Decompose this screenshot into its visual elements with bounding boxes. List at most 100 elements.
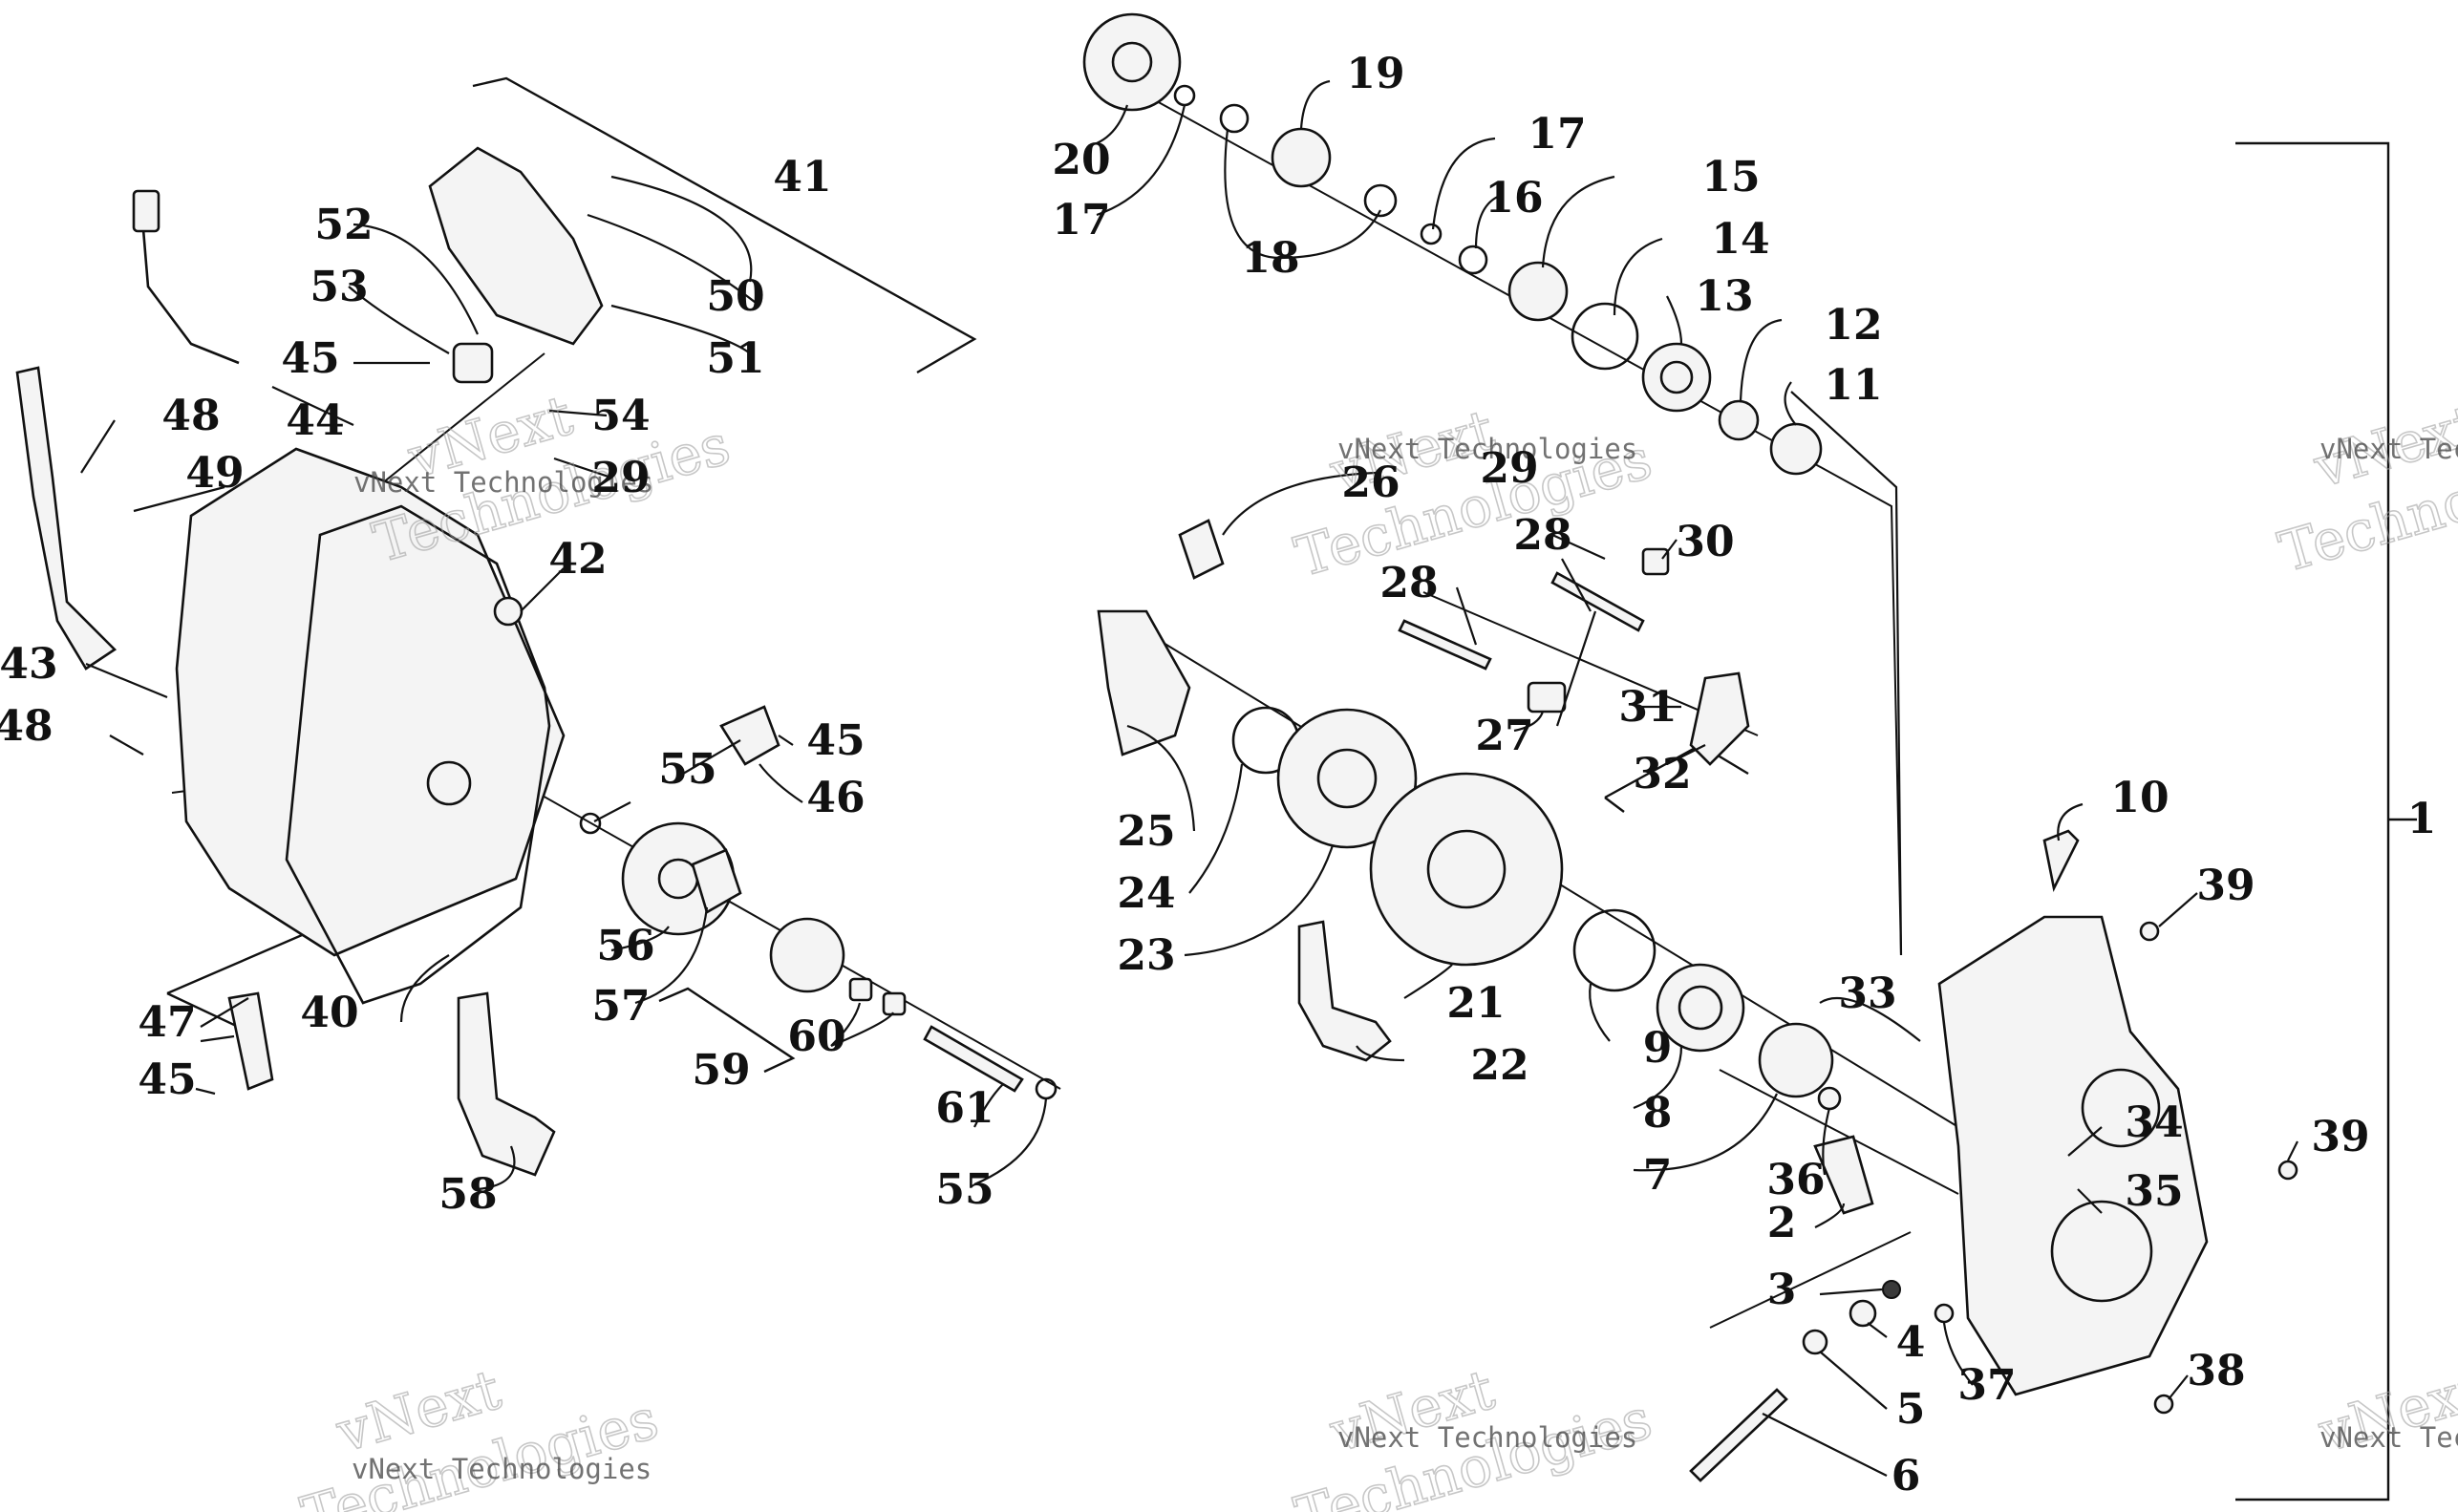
sprocket-15 (1507, 261, 1569, 322)
callout-c43: 43 (0, 640, 58, 689)
gear-20-hub (1111, 41, 1153, 83)
chain-22 (1297, 920, 1392, 1062)
plug-37 (1934, 1303, 1955, 1324)
callout-c21: 21 (1446, 979, 1505, 1028)
bearing-13-inner (1659, 360, 1694, 394)
callout-c5: 5 (1896, 1385, 1926, 1434)
washer-55-lower (1035, 1077, 1058, 1100)
bolt-6 (1689, 1388, 1788, 1482)
spacer-30 (1641, 547, 1670, 576)
watermark-bottom-right: vNext Technologies (1288, 1356, 1659, 1512)
callout-c49: 49 (185, 449, 244, 498)
callout-c57: 57 (591, 982, 650, 1031)
callout-c12: 12 (1824, 301, 1882, 350)
callout-c41: 41 (773, 153, 831, 202)
watermark-caption: vNext Technologies (353, 466, 653, 499)
shift-pin-28b (1550, 571, 1645, 632)
watermark-top-right: vNext Technologies (1288, 396, 1659, 591)
clip-17b (1420, 223, 1443, 245)
callout-c13: 13 (1695, 272, 1753, 321)
cover-bearing-bore (426, 760, 472, 806)
callout-c52: 52 (314, 201, 373, 249)
callout-c32: 32 (1633, 750, 1691, 799)
bushing-60a (848, 977, 873, 1002)
ring-14 (1571, 302, 1639, 371)
callout-c45c: 45 (138, 1055, 196, 1104)
bolt-39a (2139, 921, 2160, 942)
callout-c14: 14 (1711, 215, 1769, 264)
callout-c40: 40 (300, 989, 358, 1037)
clip-17a (1173, 84, 1196, 107)
callout-c38: 38 (2187, 1347, 2245, 1395)
watermark-caption: vNext Technologies (2319, 1421, 2458, 1454)
spring-26 (1178, 519, 1225, 580)
callout-c51: 51 (706, 334, 764, 383)
bracket-41 (472, 76, 977, 374)
callout-c2: 2 (1767, 1199, 1797, 1247)
wiring-harness (141, 228, 240, 365)
watermark-edge-right: vNext Technologies (2272, 392, 2458, 586)
callout-labels: 1234567891011121314151617171819202122232… (0, 50, 2436, 1501)
callout-c55b: 55 (935, 1165, 994, 1214)
breather-10 (2042, 829, 2080, 892)
callout-c29b: 29 (591, 454, 650, 502)
callout-c3: 3 (1767, 1266, 1797, 1314)
callout-c28b: 28 (1379, 559, 1438, 607)
callout-c29a: 29 (1480, 444, 1538, 493)
callout-c46: 46 (806, 774, 865, 822)
callout-c27: 27 (1475, 712, 1533, 760)
callout-c53: 53 (310, 263, 368, 311)
bearing-8-inner (1678, 985, 1723, 1031)
plug-36 (1817, 1086, 1842, 1111)
cover-bracket-46 (719, 705, 780, 766)
seal-12 (1718, 399, 1760, 441)
callout-c48b: 48 (0, 702, 53, 751)
callout-c24: 24 (1117, 869, 1175, 918)
callout-c25: 25 (1117, 807, 1175, 856)
callout-c20: 20 (1052, 136, 1110, 184)
callout-c23: 23 (1117, 931, 1175, 980)
callout-c54: 54 (591, 392, 650, 440)
callout-c1: 1 (2407, 795, 2437, 843)
callout-c50: 50 (706, 272, 764, 321)
motor-coupler (452, 342, 494, 384)
callout-c61: 61 (935, 1084, 994, 1133)
bushing-60b (882, 991, 907, 1016)
callout-c45a: 45 (281, 334, 339, 383)
chaincase-cover (175, 447, 566, 957)
shift-fork-32 (1689, 671, 1750, 766)
bushing-5 (1802, 1329, 1828, 1355)
callout-c37: 37 (1957, 1361, 2016, 1410)
callout-c30: 30 (1676, 518, 1734, 566)
watermark-caption: vNext Technologies (1337, 1421, 1637, 1454)
gear-23-hub (1316, 748, 1378, 809)
axis-bolt-6 (1709, 1231, 1912, 1329)
watermark-caption: vNext Technologies (1337, 433, 1637, 465)
callout-c48a: 48 (161, 392, 220, 440)
callout-c35: 35 (2125, 1167, 2183, 1216)
seal-42 (493, 596, 524, 627)
oring-3 (1882, 1280, 1901, 1299)
callout-c7: 7 (1643, 1151, 1673, 1200)
callout-c22: 22 (1470, 1041, 1528, 1090)
callout-c36: 36 (1766, 1156, 1825, 1204)
callout-c17b: 17 (1528, 110, 1586, 159)
callout-c47: 47 (138, 998, 196, 1047)
callout-c9: 9 (1643, 1024, 1673, 1073)
seal-7 (1758, 1022, 1834, 1098)
callout-c60: 60 (787, 1012, 845, 1061)
washer-18b (1363, 183, 1398, 218)
washer-16 (1458, 245, 1488, 275)
bracket-2 (1813, 1135, 1874, 1215)
gear-21-hub (1426, 829, 1507, 909)
callout-c44: 44 (286, 396, 344, 445)
sensor-probe (15, 366, 118, 671)
bolt-39b (2277, 1160, 2298, 1181)
callout-c16: 16 (1485, 174, 1543, 223)
cover-gasket (285, 504, 551, 1005)
callout-c58: 58 (438, 1170, 497, 1219)
callout-c45b: 45 (806, 716, 865, 765)
callout-c17a: 17 (1052, 196, 1110, 245)
cam-57 (691, 848, 742, 914)
